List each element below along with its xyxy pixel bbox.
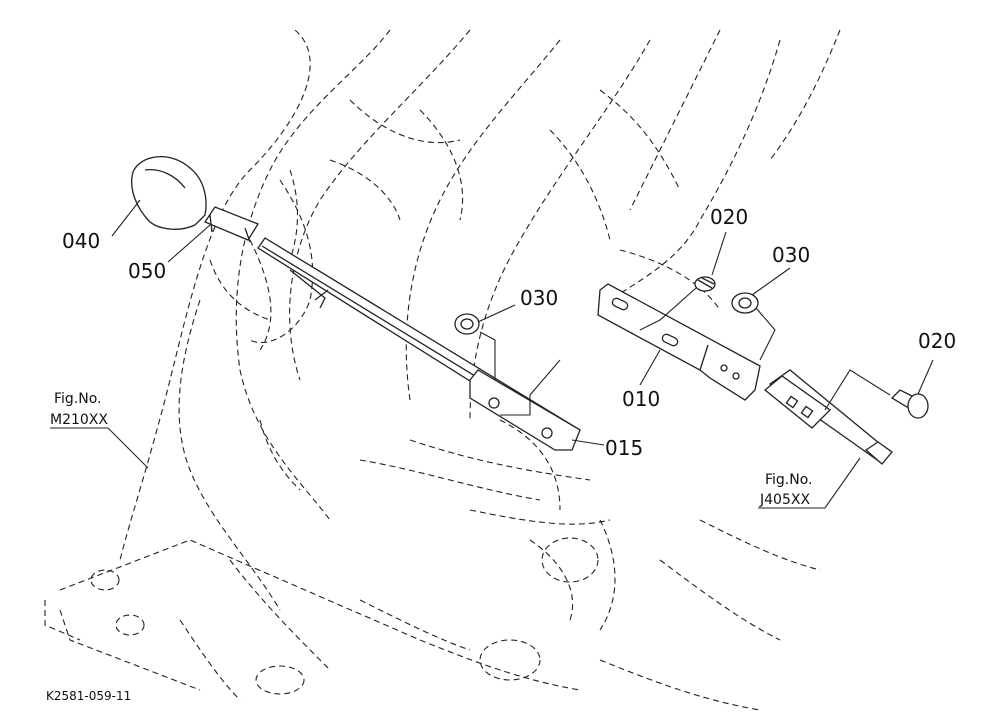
screw-020-top	[694, 276, 716, 292]
callout-030-right: 030	[772, 243, 810, 267]
collar-part	[204, 206, 259, 243]
leader-015	[571, 439, 605, 446]
housing-outline	[44, 29, 841, 711]
callout-040: 040	[62, 229, 100, 253]
washer-030-left	[454, 313, 480, 335]
bracket-010	[597, 283, 761, 401]
leader-ref-right	[758, 457, 861, 509]
callout-015: 015	[605, 436, 643, 460]
leader-020-right	[917, 359, 934, 395]
leader-030-right	[751, 267, 791, 296]
shaft-assembly	[763, 369, 893, 465]
ref-left-line2: M210XX	[50, 412, 108, 428]
leader-020-top	[711, 231, 727, 276]
ref-right-line1: Fig.No.	[765, 472, 813, 488]
pin-020-right	[890, 389, 929, 419]
washer-030-right	[731, 292, 759, 314]
callout-010: 010	[622, 387, 660, 411]
leader-010	[639, 349, 661, 386]
footer-code: K2581-059-11	[46, 689, 131, 703]
ref-left-line1: Fig.No.	[54, 391, 102, 407]
ref-right-line2: J405XX	[759, 492, 810, 508]
leader-040	[111, 199, 141, 237]
callout-050: 050	[128, 259, 166, 283]
callout-030-left: 030	[520, 286, 558, 310]
leader-030-left	[477, 304, 516, 323]
plate-015	[469, 369, 581, 451]
callout-020-right: 020	[918, 329, 956, 353]
knob-part	[131, 156, 207, 230]
callout-020-top: 020	[710, 205, 748, 229]
leader-ref-left	[50, 427, 149, 469]
leader-050	[167, 224, 211, 263]
